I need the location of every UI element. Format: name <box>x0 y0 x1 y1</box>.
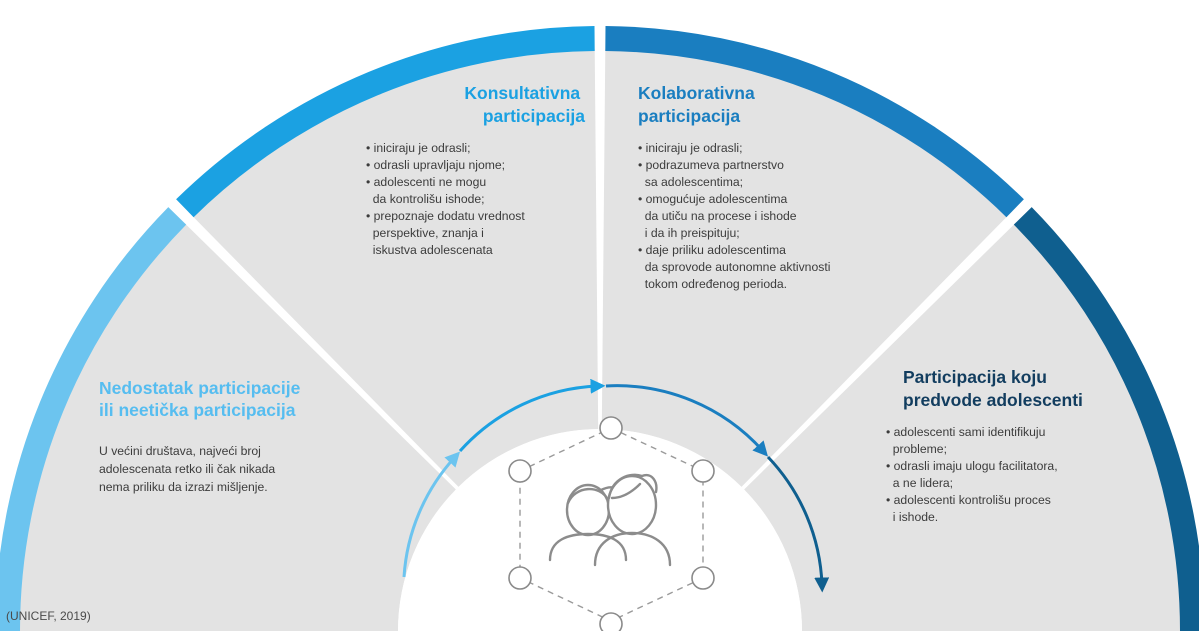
source-citation: (UNICEF, 2019) <box>6 609 91 623</box>
title-line: Nedostatak participacije <box>99 378 301 398</box>
list-line: i ishode. <box>886 510 938 524</box>
network-node-icon <box>599 612 623 631</box>
list-line: • iniciraju je odrasli; <box>366 141 471 155</box>
network-node-icon <box>691 566 715 590</box>
progression-arrows <box>402 378 830 593</box>
segment-band-adolescent-led <box>1013 207 1199 631</box>
list-line: a ne lidera; <box>886 476 953 490</box>
arrow-no-participation <box>402 451 461 578</box>
segment-panel-collaborative <box>601 49 1008 487</box>
network-node-icon <box>599 416 623 440</box>
arrow-consultative <box>458 378 606 453</box>
segment-texts: Nedostatak participacije ili neetička pa… <box>99 83 1083 524</box>
list-line: i da ih preispituju; <box>638 226 740 240</box>
segment-band-no-participation <box>0 207 187 631</box>
arrow-adolescent-led <box>766 455 830 593</box>
title-line: participacija <box>638 106 740 126</box>
adolescents-icon <box>548 473 672 567</box>
segment-title-no-participation: Nedostatak participacije ili neetička pa… <box>99 378 305 420</box>
segment-band-collaborative <box>605 26 1024 218</box>
list-line: • adolescenti ne mogu <box>366 175 486 189</box>
segment-title-adolescent-led: Participacija koju predvode adolescenti <box>903 367 1083 410</box>
segment-panel-consultative <box>192 49 599 487</box>
segment-list-adolescent-led: • adolescenti sami identifikuju probleme… <box>886 425 1081 524</box>
list-line: iskustva adolescenata <box>366 243 493 257</box>
list-line: • prepoznaje dodatu vrednost <box>366 209 525 223</box>
list-line: • odrasli upravljaju njome; <box>366 158 505 172</box>
network-hexagon-icon <box>508 416 715 631</box>
list-line: tokom određenog perioda. <box>638 277 787 291</box>
desc-line: adolescenata retko ili čak nikada <box>99 462 275 476</box>
title-line: predvode adolescenti <box>903 390 1083 410</box>
network-node-icon <box>691 459 715 483</box>
desc-line: U većini društava, najveći broj <box>99 444 261 458</box>
segment-desc-no-participation: U većini društava, najveći broj adolesce… <box>99 444 279 494</box>
segment-panel-adolescent-led <box>744 223 1182 631</box>
list-line: • podrazumeva partnerstvo <box>638 158 784 172</box>
arrow-collaborative <box>605 384 769 457</box>
segment-title-consultative: Konsultativna participacija <box>464 83 585 126</box>
desc-line: nema priliku da izrazi mišljenje. <box>99 480 268 494</box>
segment-title-collaborative: Kolaborativna participacija <box>638 83 760 126</box>
title-line: Kolaborativna <box>638 83 755 103</box>
list-line: perspektive, znanja i <box>366 226 484 240</box>
list-line: da sprovode autonomne aktivnosti <box>638 260 830 274</box>
list-line: probleme; <box>886 442 947 456</box>
fan-segments <box>0 26 1199 631</box>
list-line: • adolescenti kontrolišu proces <box>886 493 1051 507</box>
network-node-icon <box>508 566 532 590</box>
segment-list-collaborative: • iniciraju je odrasli; • podrazumeva pa… <box>638 141 854 291</box>
list-line: • omogućuje adolescentima <box>638 192 787 206</box>
list-line: sa adolescentima; <box>638 175 743 189</box>
title-line: Konsultativna <box>464 83 580 103</box>
list-line: da kontrolišu ishode; <box>366 192 485 206</box>
list-line: da utiču na procese i ishode <box>638 209 797 223</box>
network-node-icon <box>508 459 532 483</box>
segment-band-consultative <box>176 26 595 218</box>
title-line: Participacija koju <box>903 367 1047 387</box>
list-line: • odrasli imaju ulogu facilitatora, <box>886 459 1058 473</box>
list-line: • adolescenti sami identifikuju <box>886 425 1045 439</box>
segment-panel-no-participation <box>18 223 456 631</box>
segment-list-consultative: • iniciraju je odrasli; • odrasli upravl… <box>366 141 548 257</box>
list-line: • iniciraju je odrasli; <box>638 141 743 155</box>
list-line: • daje priliku adolescentima <box>638 243 786 257</box>
title-line: ili neetička participacija <box>99 400 296 420</box>
title-line: participacija <box>483 106 585 126</box>
